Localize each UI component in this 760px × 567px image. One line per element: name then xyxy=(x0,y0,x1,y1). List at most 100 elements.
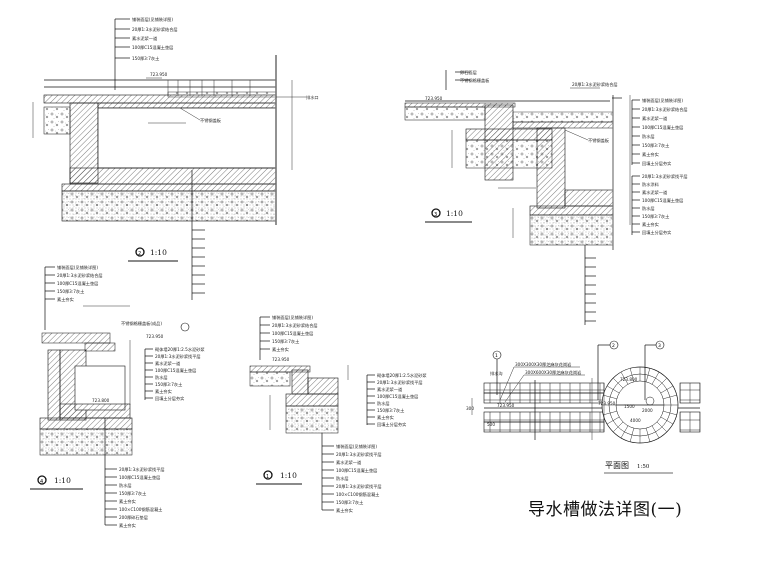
section-4-right-label: 100厚C15混凝土垫层 xyxy=(155,367,196,374)
plan-label: 300X300X30厚芝麻灰花岗岩 xyxy=(515,361,571,368)
section-1-top-label: 素土夯实 xyxy=(272,346,289,353)
plan-ring-joint xyxy=(606,416,620,425)
section-4-top-label: 铺装面层(见铺装详图) xyxy=(57,264,98,271)
section-2-top-label: 素水泥浆一道 xyxy=(132,35,158,42)
section-3-right-label: 素水泥浆一道 xyxy=(642,115,668,122)
section-4-bottom-label: 150厚3:7灰土 xyxy=(119,490,146,497)
section-3-number: 3 xyxy=(434,212,437,218)
plan-ring-joint xyxy=(663,394,677,400)
section-1-right-label: 回填土分层夯实 xyxy=(377,421,406,428)
section-3-mid-label: 素土夯实 xyxy=(642,221,659,228)
plan-callout-number: 2 xyxy=(612,343,615,349)
section-4-number: 4 xyxy=(40,479,43,485)
plan-label: 723.950 xyxy=(497,403,515,408)
plan-callout-bubble xyxy=(609,340,619,350)
section-3-elevation: 723.950 xyxy=(425,96,443,101)
section-3-drawing: 卵石面层 不锈钢格栅盖板 20厚1:3水泥砂浆结合层 723.950 不锈钢盖板 xyxy=(404,69,688,325)
plan-label: 723.950 xyxy=(598,401,616,406)
section-3-top-label: 20厚1:3水泥砂浆结合层 xyxy=(572,81,618,88)
section-1-right-label: 防水层 xyxy=(377,400,390,407)
plan-ring-joint xyxy=(651,425,660,439)
section-2-side-note: 排水口 xyxy=(306,94,319,101)
plan-title: 平面图 xyxy=(605,461,629,470)
section-1-scale: 1:10 xyxy=(280,471,297,480)
section-3-right-label: 防水层 xyxy=(642,133,655,140)
plan-scale: 1:50 xyxy=(637,464,650,470)
section-4-right-label: 150厚3:7灰土 xyxy=(155,381,182,388)
plan-ring-joint xyxy=(645,428,651,442)
plan-dim: 1500 xyxy=(624,404,635,409)
section-4-bottom-label: 200厚碎石垫层 xyxy=(119,514,148,521)
section-4-top-label: 20厚1:3水泥砂浆结合层 xyxy=(57,272,103,279)
section-1-right-label: 100厚C15混凝土垫层 xyxy=(377,393,418,400)
plan-label: 723.800 xyxy=(620,377,638,382)
plan-ring-joint xyxy=(651,371,660,385)
section-4-scale: 1:10 xyxy=(54,476,71,485)
section-3-right-label: 回填土分层夯实 xyxy=(642,160,671,167)
section-3-scale: 1:10 xyxy=(446,209,463,218)
section-3-right-label: 素土夯实 xyxy=(642,151,659,158)
section-4-right-label: 防水层 xyxy=(155,374,168,381)
plan-ring-joint xyxy=(629,368,635,382)
section-4-bottom-label: 素土夯实 xyxy=(119,498,136,505)
section-4-right-label: 素水泥浆一道 xyxy=(155,360,181,367)
section-1-bottom-label: 20厚1:3水泥砂浆找平层 xyxy=(336,451,382,458)
section-3-mid-label: 100厚C15混凝土垫层 xyxy=(642,197,683,204)
section-1-right-label: 20厚1:3水泥砂浆找平层 xyxy=(377,379,423,386)
plan-ring-joint xyxy=(660,385,674,394)
section-1-bottom-label: 素水泥浆一道 xyxy=(336,459,362,466)
plan-ring-joint xyxy=(612,421,624,433)
section-1-right-label: 素土夯实 xyxy=(377,414,394,421)
section-3-mid-label: 防水涂料 xyxy=(642,181,660,188)
section-3-drain-text: 不锈钢盖板 xyxy=(588,137,610,144)
plan-ring-joint xyxy=(656,421,668,433)
section-3-top-label: 不锈钢格栅盖板 xyxy=(460,77,490,84)
section-1-right-label: 砌体墙20厚1:2.5水泥砂浆 xyxy=(377,372,427,379)
plan-callout-bubble xyxy=(492,350,502,360)
section-2-top-label: 20厚1:3水泥砂浆结合层 xyxy=(132,26,178,33)
section-1-drawing: 铺装面层(见铺装详图) 20厚1:3水泥砂浆结合层 100厚C15混凝土垫层 1… xyxy=(249,314,427,514)
plan-ring-joint xyxy=(603,410,617,416)
plan-callout-number: 1 xyxy=(495,353,498,359)
section-3-mid-label: 150厚3:7灰土 xyxy=(642,213,669,220)
section-2-top-label: 铺装面层(见铺装详图) xyxy=(132,16,173,23)
section-3-number-bubble xyxy=(431,208,441,218)
plan-callout-number: 3 xyxy=(658,343,661,349)
section-2-scale: 1:10 xyxy=(150,248,167,257)
section-4-right-label: 砌体墙20厚1:2.5水泥砂浆 xyxy=(155,346,205,353)
section-1-bottom-label: 100×C100钢筋混凝土 xyxy=(336,491,379,498)
section-1-right-label: 150厚3:7灰土 xyxy=(377,407,404,414)
section-3-mid-label: 回填土分层夯实 xyxy=(642,229,671,236)
section-4-drawing: 铺装面层(见铺装详图) 20厚1:3水泥砂浆结合层 100厚C15混凝土垫层 1… xyxy=(30,264,205,529)
section-2-callout-top: 铺装面层(见铺装详图) 20厚1:3水泥砂浆结合层 素水泥浆一道 100厚C15… xyxy=(114,16,178,90)
plan-callout-bubble xyxy=(655,340,665,350)
section-1-right-label: 素水泥浆一道 xyxy=(377,386,403,393)
section-1-bottom-label: 素土夯实 xyxy=(336,507,353,514)
section-3-right-label: 20厚1:3水泥砂浆结合层 xyxy=(642,106,688,113)
plan-drawing: 1 2 3 排水沟 300X300X30厚芝麻灰花岗岩 300X600X30厚芝… xyxy=(466,340,701,474)
section-3-mid-label: 素水泥浆一道 xyxy=(642,189,668,196)
section-4-top-label: 素土夯实 xyxy=(57,296,74,303)
section-2-top-label: 100厚C15混凝土垫层 xyxy=(132,44,173,51)
section-3-mid-label: 防水层 xyxy=(642,205,655,212)
section-1-number: 1 xyxy=(266,474,269,480)
plan-label: 排水沟 xyxy=(490,370,503,377)
section-3-right-label: 150厚3:7灰土 xyxy=(642,142,669,149)
section-2-top-label: 150厚3:7灰土 xyxy=(132,55,159,62)
section-3-top-label: 卵石面层 xyxy=(460,69,477,76)
section-4-bottom-label: 20厚1:3水泥砂浆找平层 xyxy=(119,466,165,473)
plan-ring-joint xyxy=(663,410,677,416)
section-2-drain-label: 不锈钢盖板 xyxy=(200,117,222,124)
plan-dim: 300 xyxy=(466,406,474,411)
plan-ring-joint xyxy=(629,428,635,442)
section-4-bottom-label: 100×C100钢筋混凝土 xyxy=(119,506,162,513)
section-4-bottom-label: 防水层 xyxy=(119,482,132,489)
section-1-top-label: 铺装面层(见铺装详图) xyxy=(272,314,313,321)
plan-ring-joint xyxy=(660,416,674,425)
section-4-right-label: 回填土分层夯实 xyxy=(155,395,184,402)
section-2-elevation: 723.950 xyxy=(150,72,168,77)
section-4-top-label: 150厚3:7灰土 xyxy=(57,288,84,295)
section-1-bottom-label: 铺装面层(见铺装详图) xyxy=(336,443,377,450)
plan-ring-joint xyxy=(645,368,651,382)
section-1-bottom-label: 150厚3:7灰土 xyxy=(336,499,363,506)
